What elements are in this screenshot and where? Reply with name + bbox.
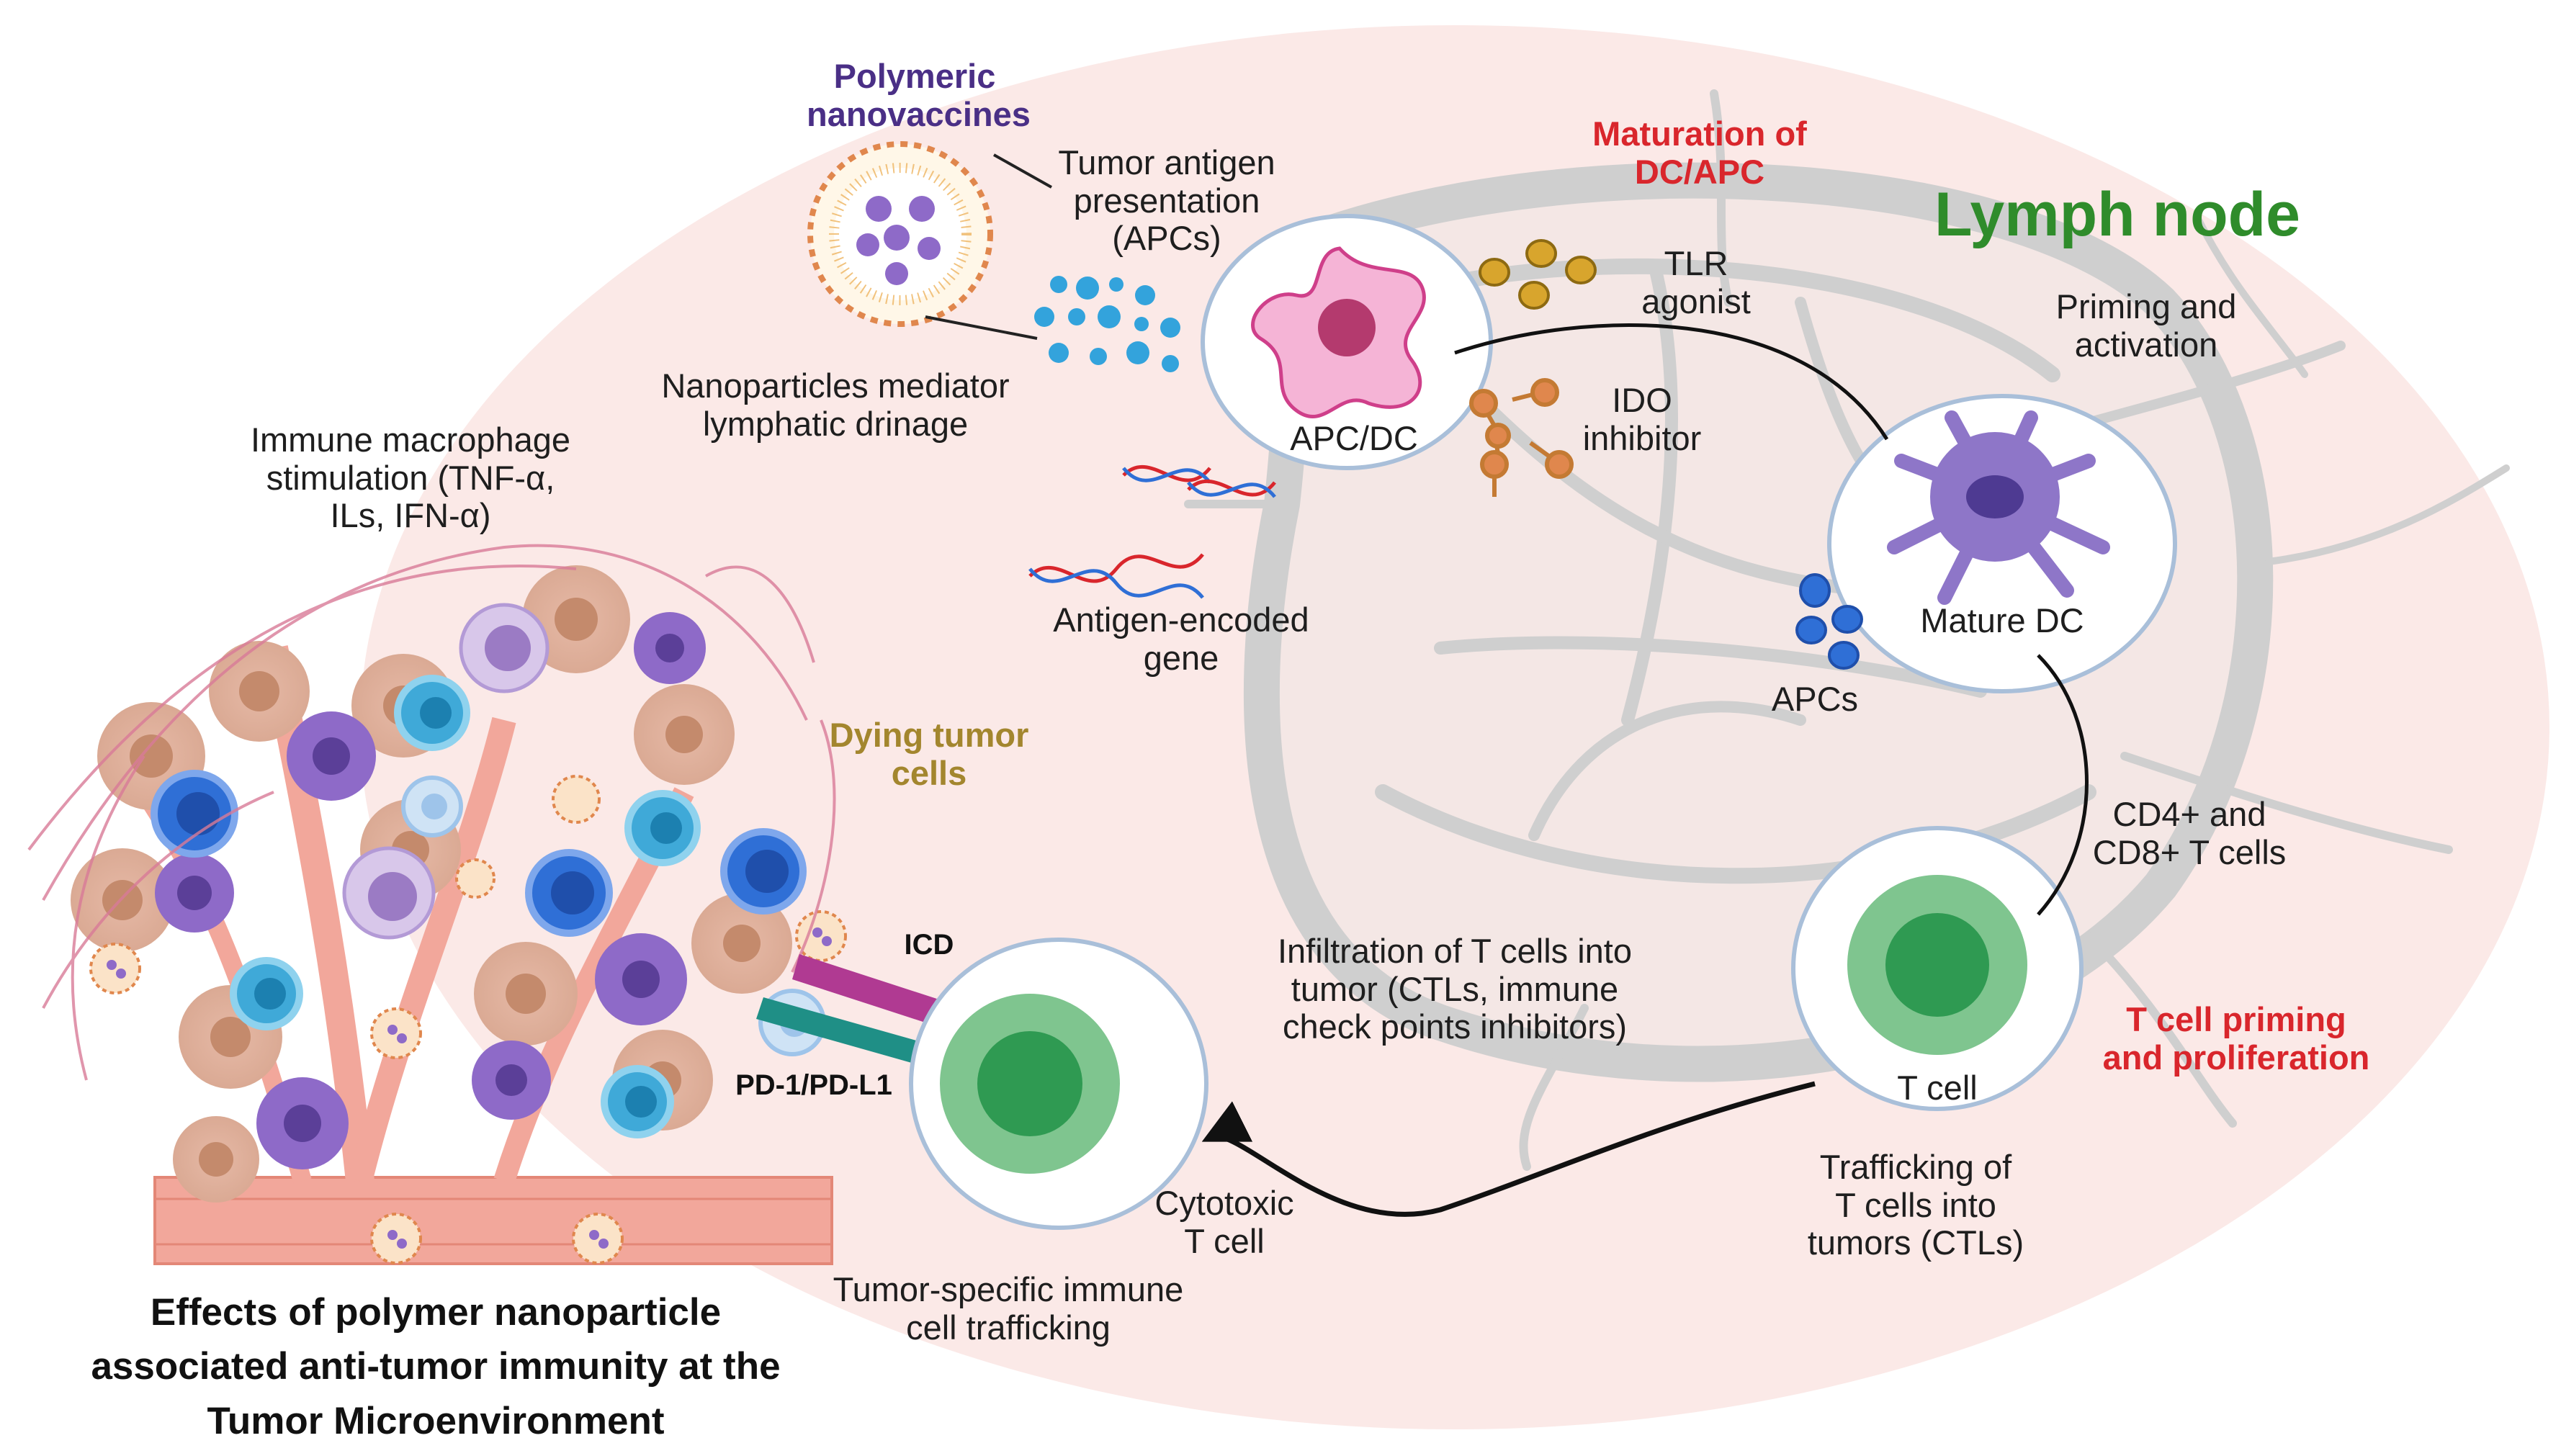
apcs-beads: [1795, 573, 1863, 670]
ido-inhibitor-molecules: [1469, 378, 1574, 497]
label-apcs: APCs: [1771, 680, 1859, 718]
mature-dc-to-tcell-arrow: [2037, 654, 2089, 916]
label-ido-inhibitor: IDO inhibitor: [1582, 381, 1702, 457]
label-polymeric-nanovaccines: Polymeric nanovaccines: [807, 57, 1031, 133]
mature-dc: [1827, 394, 2177, 693]
label-mature-dc: Mature DC: [1920, 601, 2084, 639]
tlr-agonist-beads: [1479, 239, 1597, 310]
polymeric-nanovaccine: [807, 141, 993, 327]
apc-to-mature-dc-arrow: [1454, 323, 1889, 441]
icd-pd1-connectors: [756, 954, 943, 1066]
label-immune-macrophage: Immune macrophage stimulation (TNF-α, IL…: [250, 421, 571, 535]
label-tumor-antigen: Tumor antigen presentation (APCs): [1058, 143, 1275, 258]
label-nanoparticles-mediator: Nanoparticles mediator lymphatic drinage: [661, 367, 1010, 443]
label-cd4-cd8: CD4+ and CD8+ T cells: [2092, 795, 2287, 871]
label-apc-dc: APC/DC: [1290, 419, 1418, 457]
label-effects-title: Effects of polymer nanoparticle associat…: [91, 1291, 781, 1442]
label-icd: ICD: [904, 929, 954, 961]
blood-vessel: [153, 1176, 833, 1265]
label-cytotoxic: Cytotoxic T cell: [1154, 1184, 1294, 1260]
label-trafficking: Trafficking of T cells into tumors (CTLs…: [1807, 1148, 2024, 1262]
tcell-to-cytotoxic-arrow: [1201, 1081, 1816, 1217]
antigen-particles: [1034, 276, 1180, 372]
label-pd1: PD-1/PD-L1: [735, 1069, 892, 1101]
cytotoxic-t-cell: [909, 938, 1208, 1230]
dna-strands: [1028, 464, 1276, 599]
label-dying-tumor: Dying tumor cells: [829, 716, 1029, 792]
label-maturation: Maturation of DC/APC: [1592, 114, 1807, 191]
label-t-cell: T cell: [1897, 1069, 1978, 1107]
label-antigen-gene: Antigen-encoded gene: [1053, 601, 1309, 677]
label-t-cell-priming: T cell priming and proliferation: [2102, 1000, 2370, 1077]
tumor-microenvironment: [27, 544, 847, 1265]
label-tlr-agonist: TLR agonist: [1641, 244, 1751, 320]
label-lymph-node: Lymph node: [1934, 180, 2301, 249]
label-tumor-specific: Tumor-specific immune cell trafficking: [833, 1270, 1184, 1347]
label-infiltration: Infiltration of T cells into tumor (CTLs…: [1277, 932, 1632, 1046]
apc-dc: [1201, 214, 1493, 470]
label-priming: Priming and activation: [2055, 287, 2237, 364]
t-cell: [1791, 826, 2084, 1111]
